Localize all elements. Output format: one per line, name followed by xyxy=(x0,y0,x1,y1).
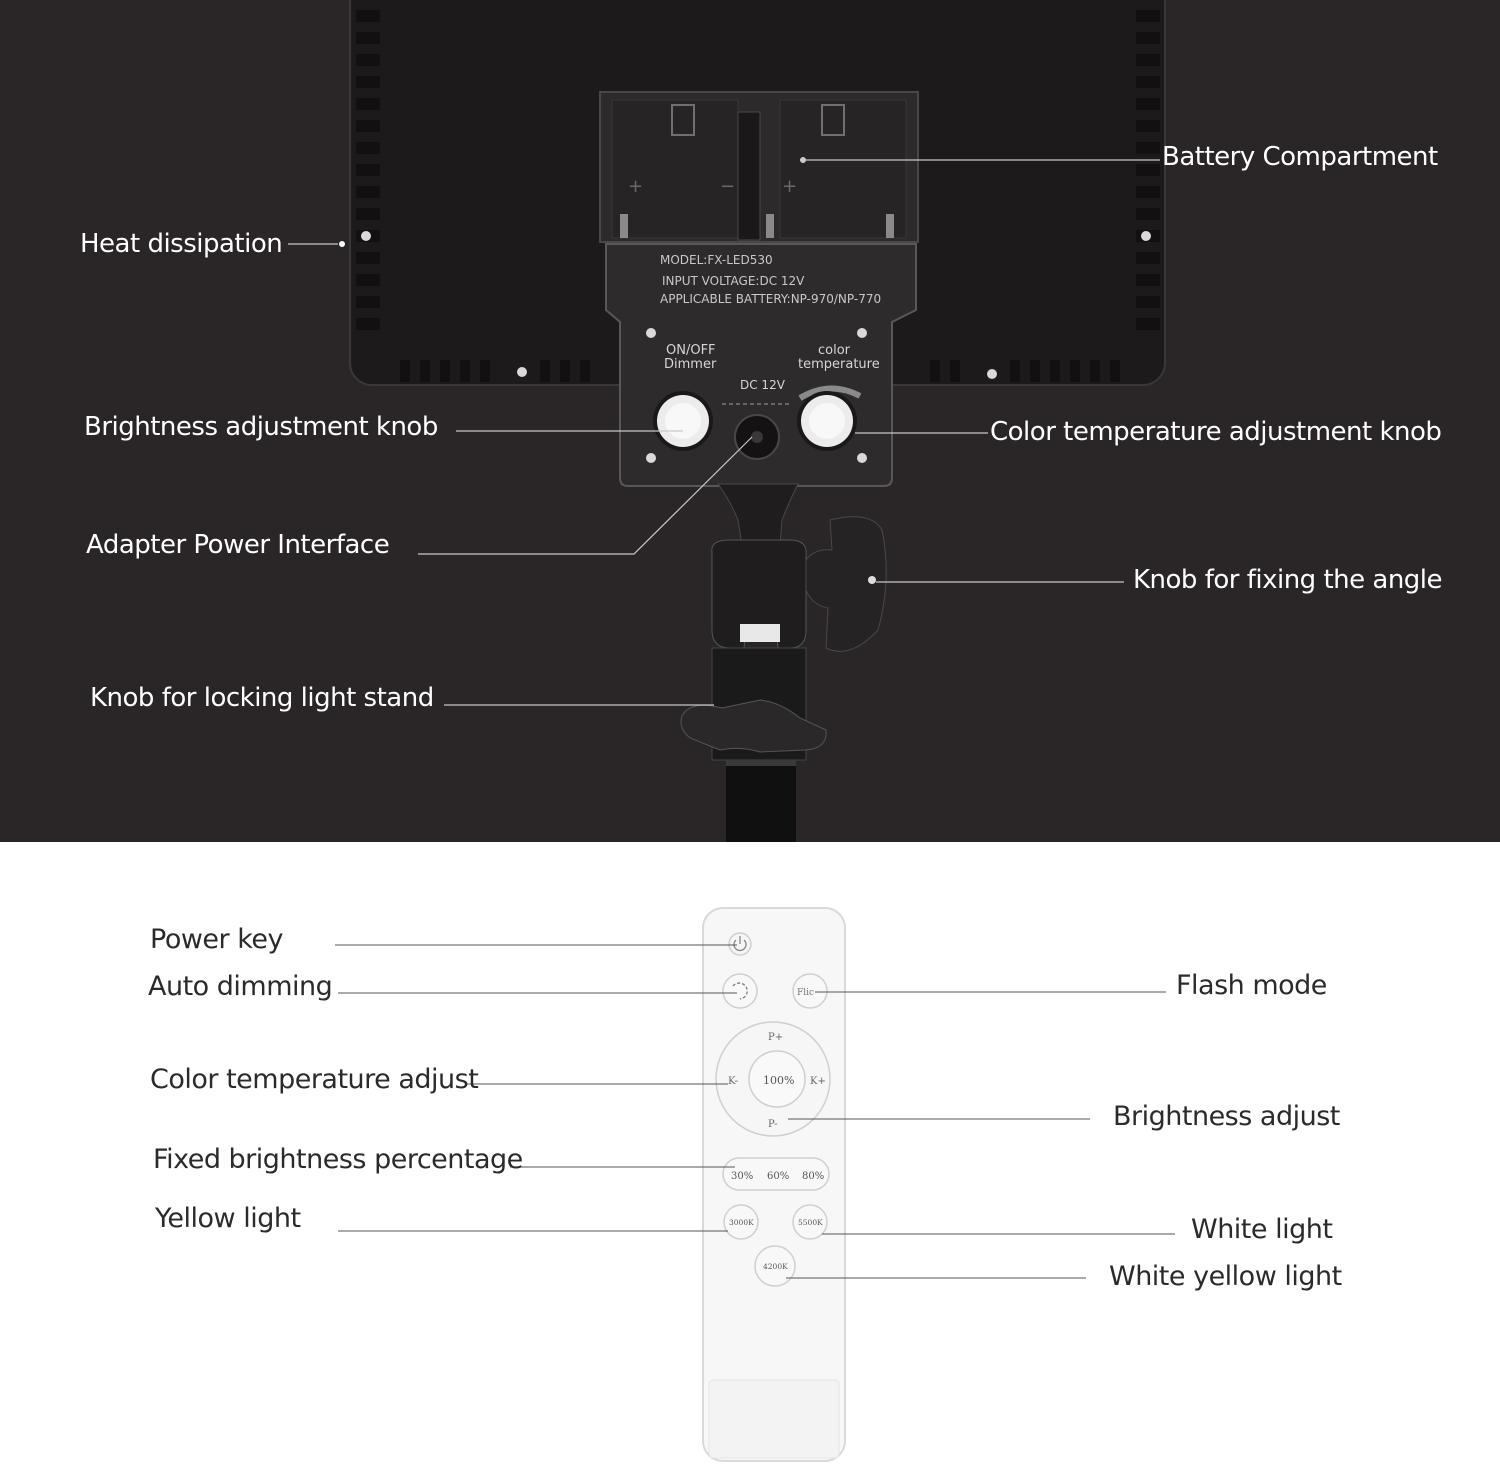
angle-fixing-knob xyxy=(805,516,887,652)
color-temperature-knob xyxy=(797,391,857,451)
power-button xyxy=(728,932,752,956)
k-minus-label: K- xyxy=(728,1076,738,1087)
button-4200k-label: 4200K xyxy=(763,1262,788,1271)
remote-illustration: Flic 100% P+ P- K- K+ 30% 60% 80% 3000K … xyxy=(335,907,1175,1462)
knob-right-label-1: color xyxy=(818,343,851,358)
flash-button-label: Flic xyxy=(797,988,814,998)
remote-section: Flic 100% P+ P- K- K+ 30% 60% 80% 3000K … xyxy=(0,842,1500,1469)
button-4200k: 4200K xyxy=(754,1245,796,1287)
led-panel-illustration: + − + MODEL:FX-LED530 INPUT VOLTAGE:DC 1… xyxy=(288,0,1166,842)
svg-text:−: − xyxy=(720,176,735,197)
dc-label: DC 12V xyxy=(740,378,786,392)
panel-screw xyxy=(517,367,527,377)
battery-type-label: APPLICABLE BATTERY:NP-970/NP-770 xyxy=(660,292,881,306)
yellow-light-label: Yellow light xyxy=(155,1203,301,1234)
panel-screw xyxy=(1141,231,1151,241)
heat-dissipation-label: Heat dissipation xyxy=(80,229,283,259)
locking-knob-label: Knob for locking light stand xyxy=(90,683,434,713)
panel-screw xyxy=(361,231,371,241)
p-minus-label: P- xyxy=(768,1119,778,1130)
percentage-buttons: 30% 60% 80% xyxy=(722,1157,830,1191)
flash-mode-label: Flash mode xyxy=(1176,970,1327,1001)
stand-pole xyxy=(726,760,796,842)
auto-dimming-button xyxy=(722,973,758,1009)
svg-text:+: + xyxy=(782,176,797,197)
bottom-heat-fins xyxy=(400,360,1120,382)
voltage-label: INPUT VOLTAGE:DC 12V xyxy=(662,274,805,288)
stand-locking-knob xyxy=(680,699,827,753)
white-light-label: White light xyxy=(1191,1214,1333,1245)
dpad: 100% P+ P- K- K+ xyxy=(715,1021,831,1137)
fixed-brightness-label: Fixed brightness percentage xyxy=(153,1144,523,1175)
center-button-label: 100% xyxy=(763,1074,794,1087)
k-plus-label: K+ xyxy=(810,1076,826,1087)
button-3000k: 3000K xyxy=(723,1204,759,1240)
panel-screw xyxy=(987,369,997,379)
left-heat-fins xyxy=(356,10,380,330)
model-label: MODEL:FX-LED530 xyxy=(660,253,773,267)
p-plus-label: P+ xyxy=(768,1032,783,1043)
auto-dimming-label: Auto dimming xyxy=(148,971,333,1002)
button-3000k-label: 3000K xyxy=(729,1218,754,1227)
brightness-knob-label: Brightness adjustment knob xyxy=(84,412,438,442)
brightness-adjust-label: Brightness adjust xyxy=(1113,1101,1340,1132)
color-temperature-knob-label: Color temperature adjustment knob xyxy=(990,417,1442,447)
battery-latch xyxy=(737,111,761,241)
pct-80-label: 80% xyxy=(802,1171,824,1182)
angle-knob-label: Knob for fixing the angle xyxy=(1133,565,1443,595)
pct-60-label: 60% xyxy=(767,1171,789,1182)
knob-left-label-1: ON/OFF xyxy=(666,343,716,358)
flash-button: Flic xyxy=(792,973,828,1009)
brightness-knob xyxy=(653,391,713,451)
knob-right-label-2: temperature xyxy=(798,357,880,372)
remote-leader-lines xyxy=(335,944,1175,1279)
power-key-label: Power key xyxy=(150,924,283,955)
dc-power-jack xyxy=(734,414,780,460)
right-heat-fins xyxy=(1136,10,1160,330)
color-temperature-adjust-label: Color temperature adjust xyxy=(150,1064,479,1095)
svg-text:+: + xyxy=(628,176,643,197)
led-panel-section: + − + MODEL:FX-LED530 INPUT VOLTAGE:DC 1… xyxy=(0,0,1500,842)
battery-compartment-label: Battery Compartment xyxy=(1162,142,1438,172)
button-5500k-label: 5500K xyxy=(798,1218,823,1227)
center-button xyxy=(748,1050,806,1108)
adapter-power-label: Adapter Power Interface xyxy=(86,530,390,560)
knob-left-label-2: Dimmer xyxy=(664,357,717,372)
button-5500k: 5500K xyxy=(792,1204,828,1240)
white-yellow-light-label: White yellow light xyxy=(1109,1261,1342,1292)
pct-30-label: 30% xyxy=(731,1171,753,1182)
leader-lines xyxy=(288,159,1160,706)
